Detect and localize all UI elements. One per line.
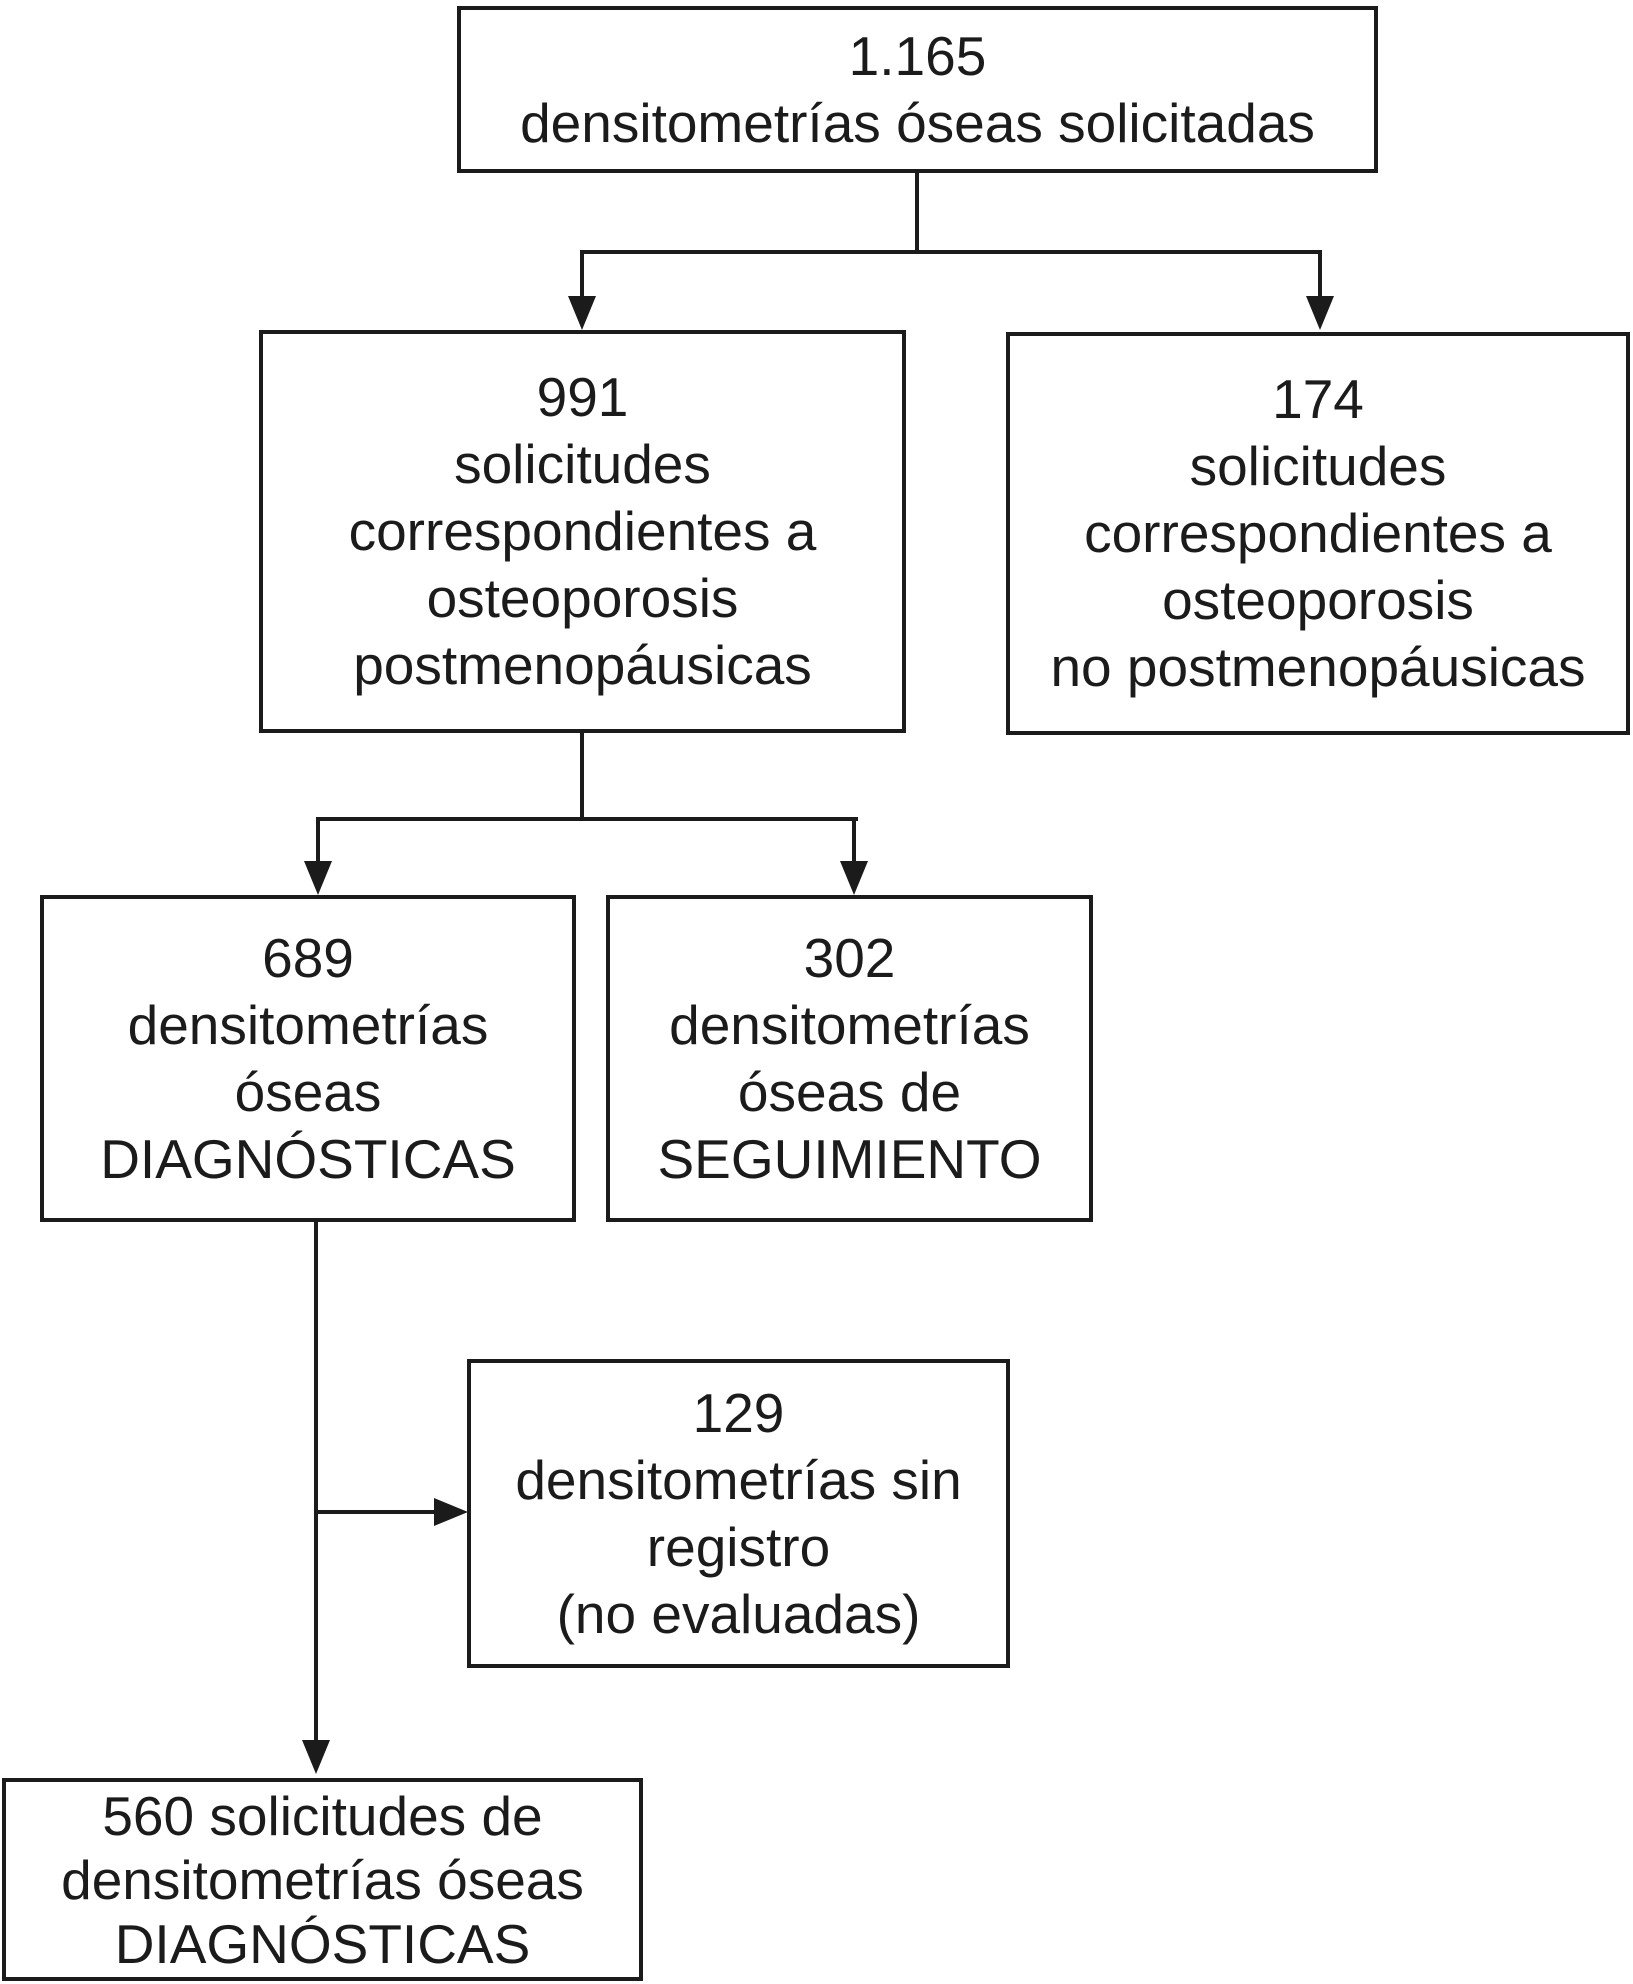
node-diagnostic-label: óseas xyxy=(234,1060,382,1123)
node-no-registry-label: (no evaluadas) xyxy=(556,1582,921,1645)
node-no-registry-label: registro xyxy=(646,1515,831,1578)
node-diagnostic: 689 densitometrías óseas DIAGNÓSTICAS xyxy=(40,895,576,1222)
arrowhead-down-icon xyxy=(568,296,596,330)
node-postmenopausal-label: postmenopáusicas xyxy=(353,634,812,696)
node-postmenopausal-label: correspondientes a xyxy=(348,500,817,562)
node-diagnostic-label: densitometrías xyxy=(127,993,489,1056)
node-diagnostic-label: DIAGNÓSTICAS xyxy=(100,1127,516,1190)
edge-total-stem xyxy=(915,171,919,254)
node-follow-up-label: densitometrías xyxy=(669,993,1030,1056)
node-postmenopausal-label: osteoporosis xyxy=(426,567,739,629)
edge-total-to-non-postmenopausal xyxy=(1318,250,1322,300)
edge-total-to-postmenopausal xyxy=(580,250,584,300)
node-non-postmenopausal-label: solicitudes xyxy=(1189,435,1447,497)
node-final-diagnostic-label: densitometrías óseas xyxy=(61,1848,584,1911)
node-postmenopausal: 991 solicitudes correspondientes a osteo… xyxy=(259,330,906,733)
node-follow-up-label: SEGUIMIENTO xyxy=(657,1127,1042,1190)
node-postmenopausal-label: solicitudes xyxy=(454,433,711,495)
edge-diagnostic-to-no-registry xyxy=(314,1510,434,1514)
edge-postmenopausal-to-diagnostic xyxy=(316,817,320,865)
node-final-diagnostic-label: 560 solicitudes de xyxy=(102,1784,543,1847)
node-non-postmenopausal: 174 solicitudes correspondientes a osteo… xyxy=(1006,332,1630,735)
arrowhead-down-icon xyxy=(840,861,868,895)
edge-diagnostic-stem xyxy=(314,1222,318,1742)
arrowhead-down-icon xyxy=(302,1740,330,1774)
node-final-diagnostic-label: DIAGNÓSTICAS xyxy=(114,1912,531,1975)
edge-postmenopausal-to-follow-up xyxy=(852,817,856,865)
node-follow-up-value: 302 xyxy=(803,926,896,989)
edge-total-crossbar xyxy=(580,250,1322,254)
node-total-requested-value: 1.165 xyxy=(848,24,987,87)
node-non-postmenopausal-label: osteoporosis xyxy=(1162,569,1474,631)
node-postmenopausal-value: 991 xyxy=(536,366,629,428)
node-non-postmenopausal-label: no postmenopáusicas xyxy=(1050,636,1586,698)
node-final-diagnostic: 560 solicitudes de densitometrías óseas … xyxy=(2,1778,643,1981)
node-diagnostic-value: 689 xyxy=(262,926,354,989)
node-total-requested: 1.165 densitometrías óseas solicitadas xyxy=(457,6,1378,173)
arrowhead-down-icon xyxy=(1306,296,1334,330)
node-no-registry: 129 densitometrías sin registro (no eval… xyxy=(467,1359,1010,1668)
node-no-registry-label: densitometrías sin xyxy=(515,1448,962,1511)
node-no-registry-value: 129 xyxy=(692,1381,785,1444)
node-non-postmenopausal-label: correspondientes a xyxy=(1084,502,1552,564)
arrowhead-down-icon xyxy=(304,861,332,895)
node-non-postmenopausal-value: 174 xyxy=(1272,368,1364,430)
node-follow-up-label: óseas de xyxy=(737,1060,962,1123)
edge-postmenopausal-crossbar xyxy=(316,817,858,821)
edge-postmenopausal-stem xyxy=(580,733,584,821)
node-follow-up: 302 densitometrías óseas de SEGUIMIENTO xyxy=(606,895,1093,1222)
node-total-requested-label: densitometrías óseas solicitadas xyxy=(520,91,1315,154)
arrowhead-right-icon xyxy=(434,1498,468,1526)
